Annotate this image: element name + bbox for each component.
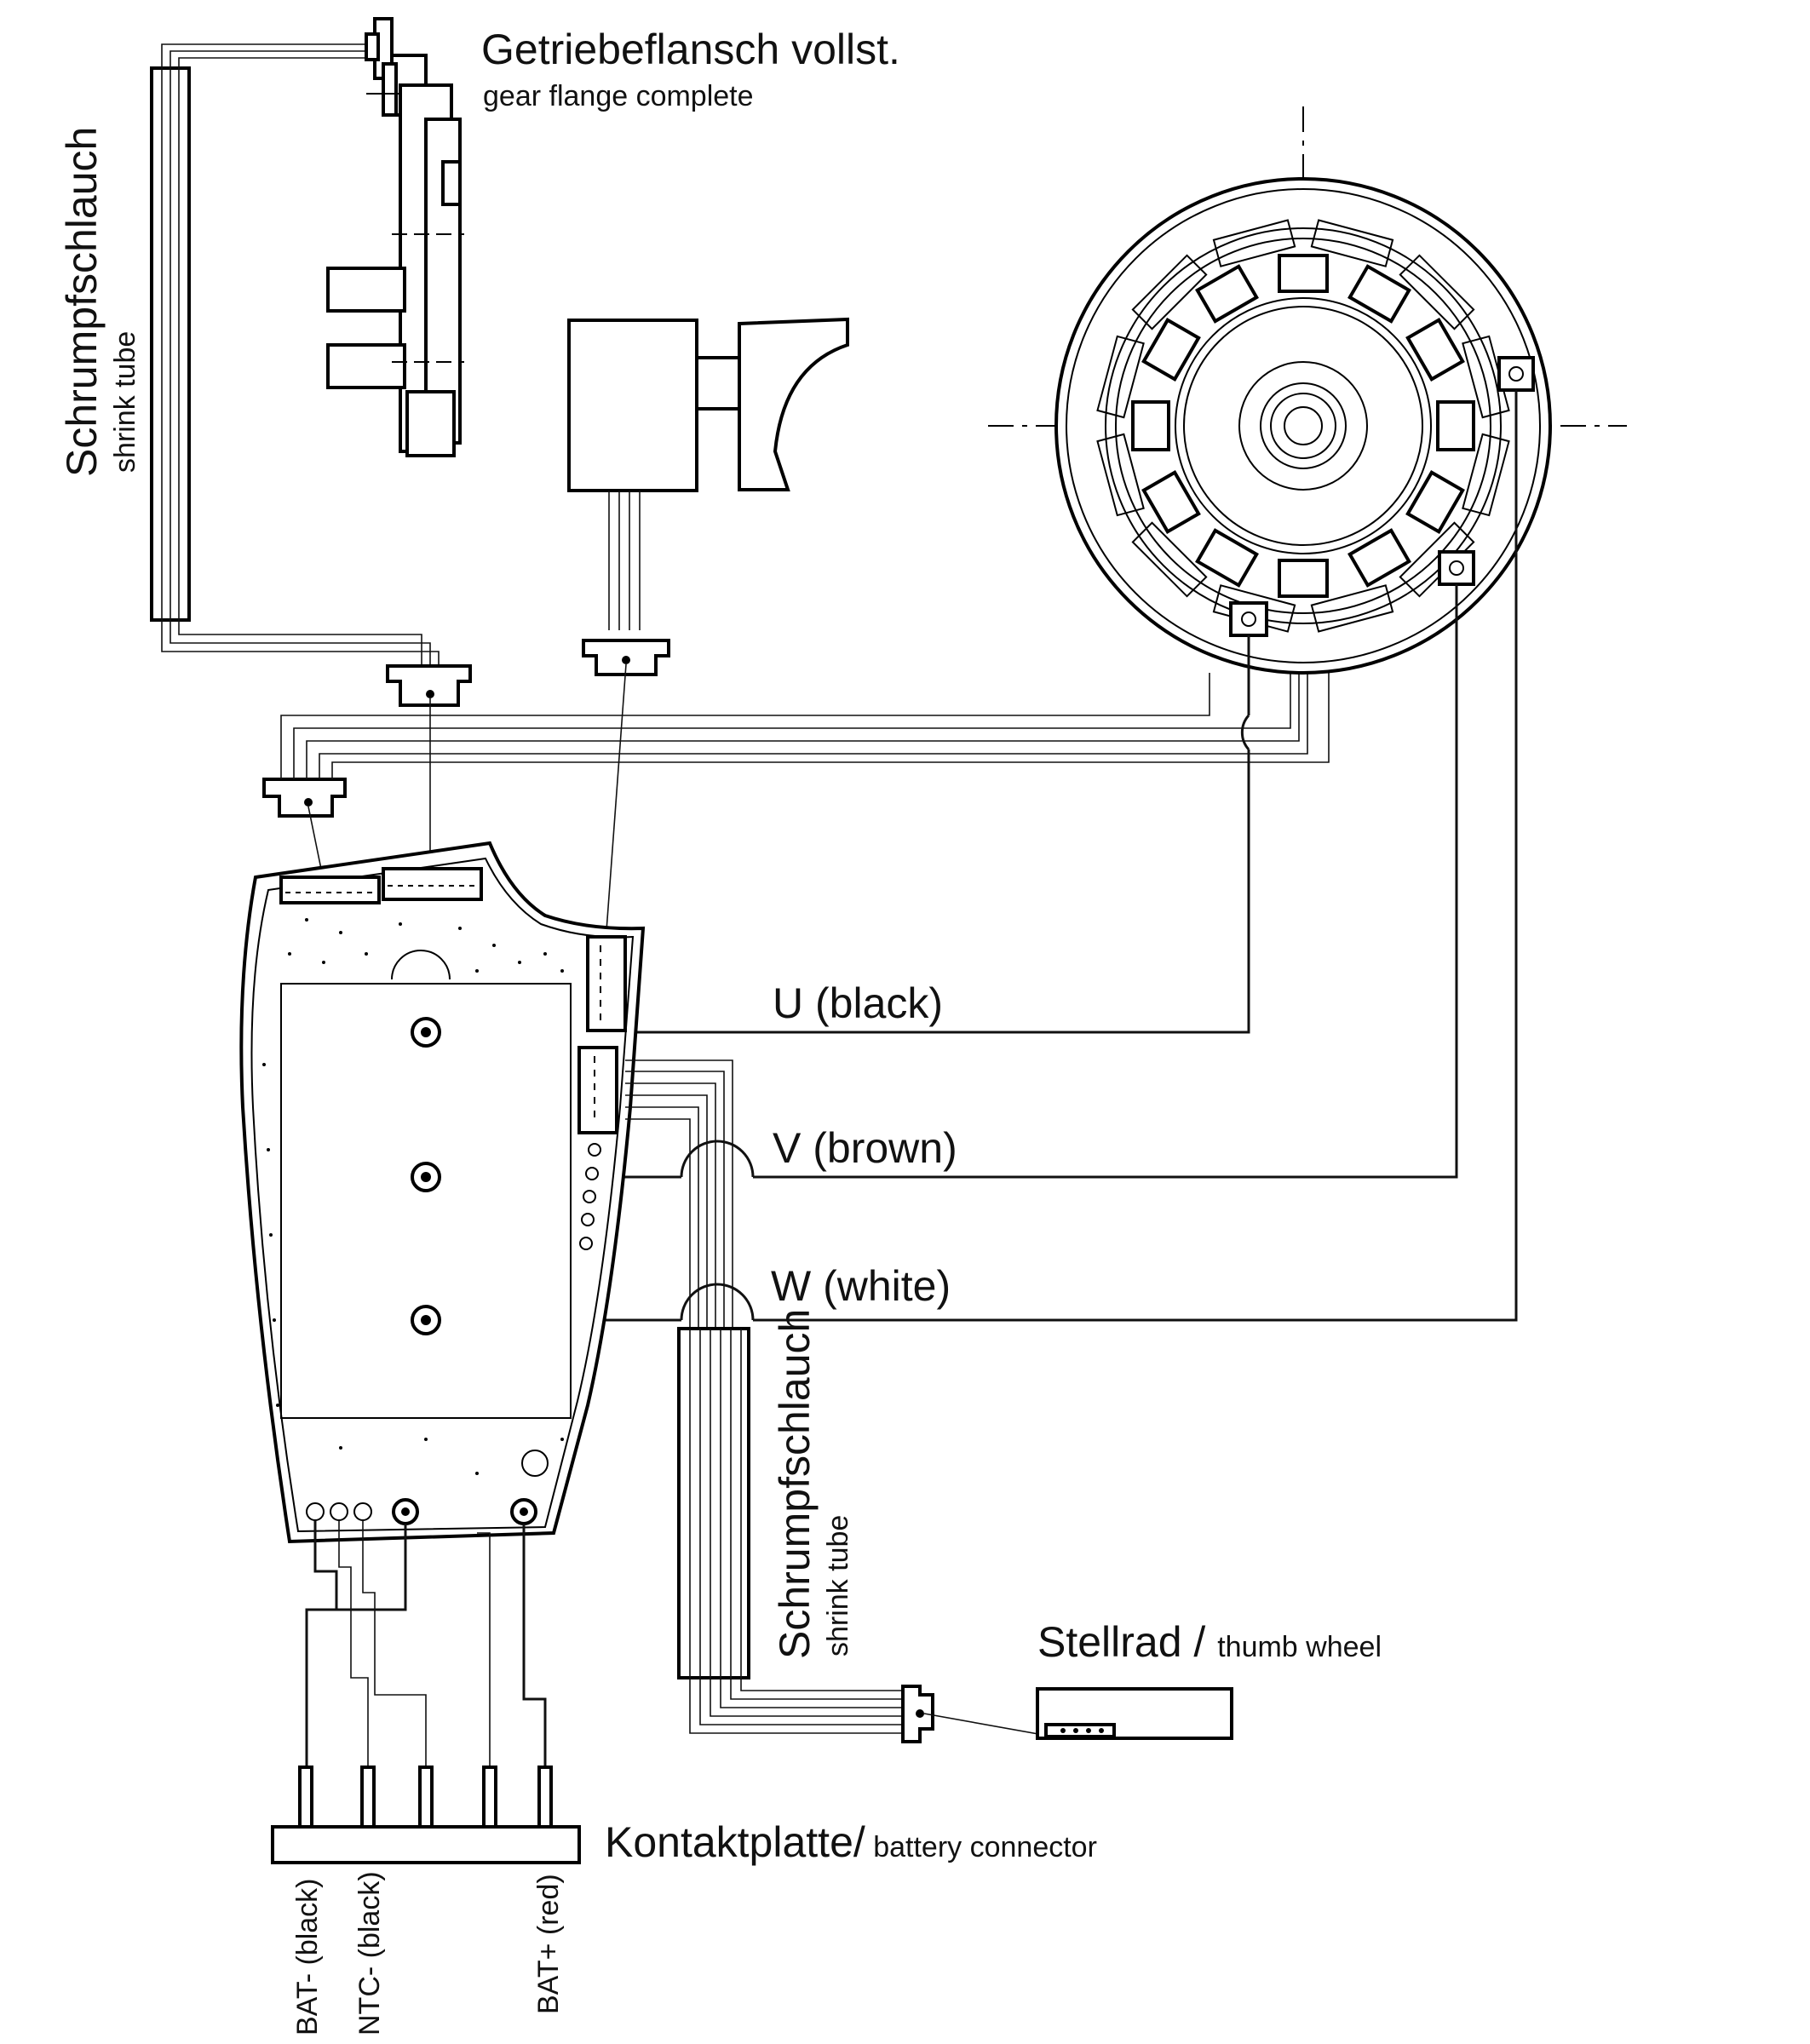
pin-bat-minus-label: BAT- (black)	[291, 1878, 324, 2035]
connector-trigger	[582, 639, 670, 955]
gear-flange	[326, 17, 464, 457]
wire-v-label: V (brown)	[773, 1124, 957, 1172]
shrink-tube-top-label: Schrumpfschlauch	[58, 127, 106, 477]
pin-ntc-minus-label: NTC- (black)	[353, 1871, 386, 2035]
motor	[988, 106, 1627, 675]
shrink-tube-middle-sublabel: shrink tube	[822, 1515, 854, 1656]
battery-wires	[305, 1520, 547, 1767]
phase-wires	[426, 390, 1518, 1322]
pin-bat-plus-label: BAT+ (red)	[532, 1874, 565, 2014]
battery-connector-label: Kontaktplatte/ battery connector	[605, 1818, 1097, 1866]
controller-board	[239, 841, 646, 1544]
wire-u-label: U (black)	[773, 979, 943, 1027]
battery-connector	[271, 1766, 581, 1864]
shrink-tube-middle-label: Schrumpfschlauch	[771, 1309, 819, 1659]
shrink-tube-middle	[625, 1059, 901, 1734]
wire-w-label: W (white)	[771, 1262, 951, 1310]
thumb-wheel-label: Stellrad / thumb wheel	[1037, 1618, 1382, 1666]
shrink-tube-top	[150, 34, 440, 673]
gear-flange-sublabel: gear flange complete	[483, 80, 754, 112]
gear-flange-label: Getriebeflansch vollst.	[481, 26, 900, 73]
shrink-tube-top-sublabel: shrink tube	[109, 331, 141, 473]
thumb-wheel	[901, 1685, 1233, 1743]
trigger-switch	[567, 317, 849, 630]
